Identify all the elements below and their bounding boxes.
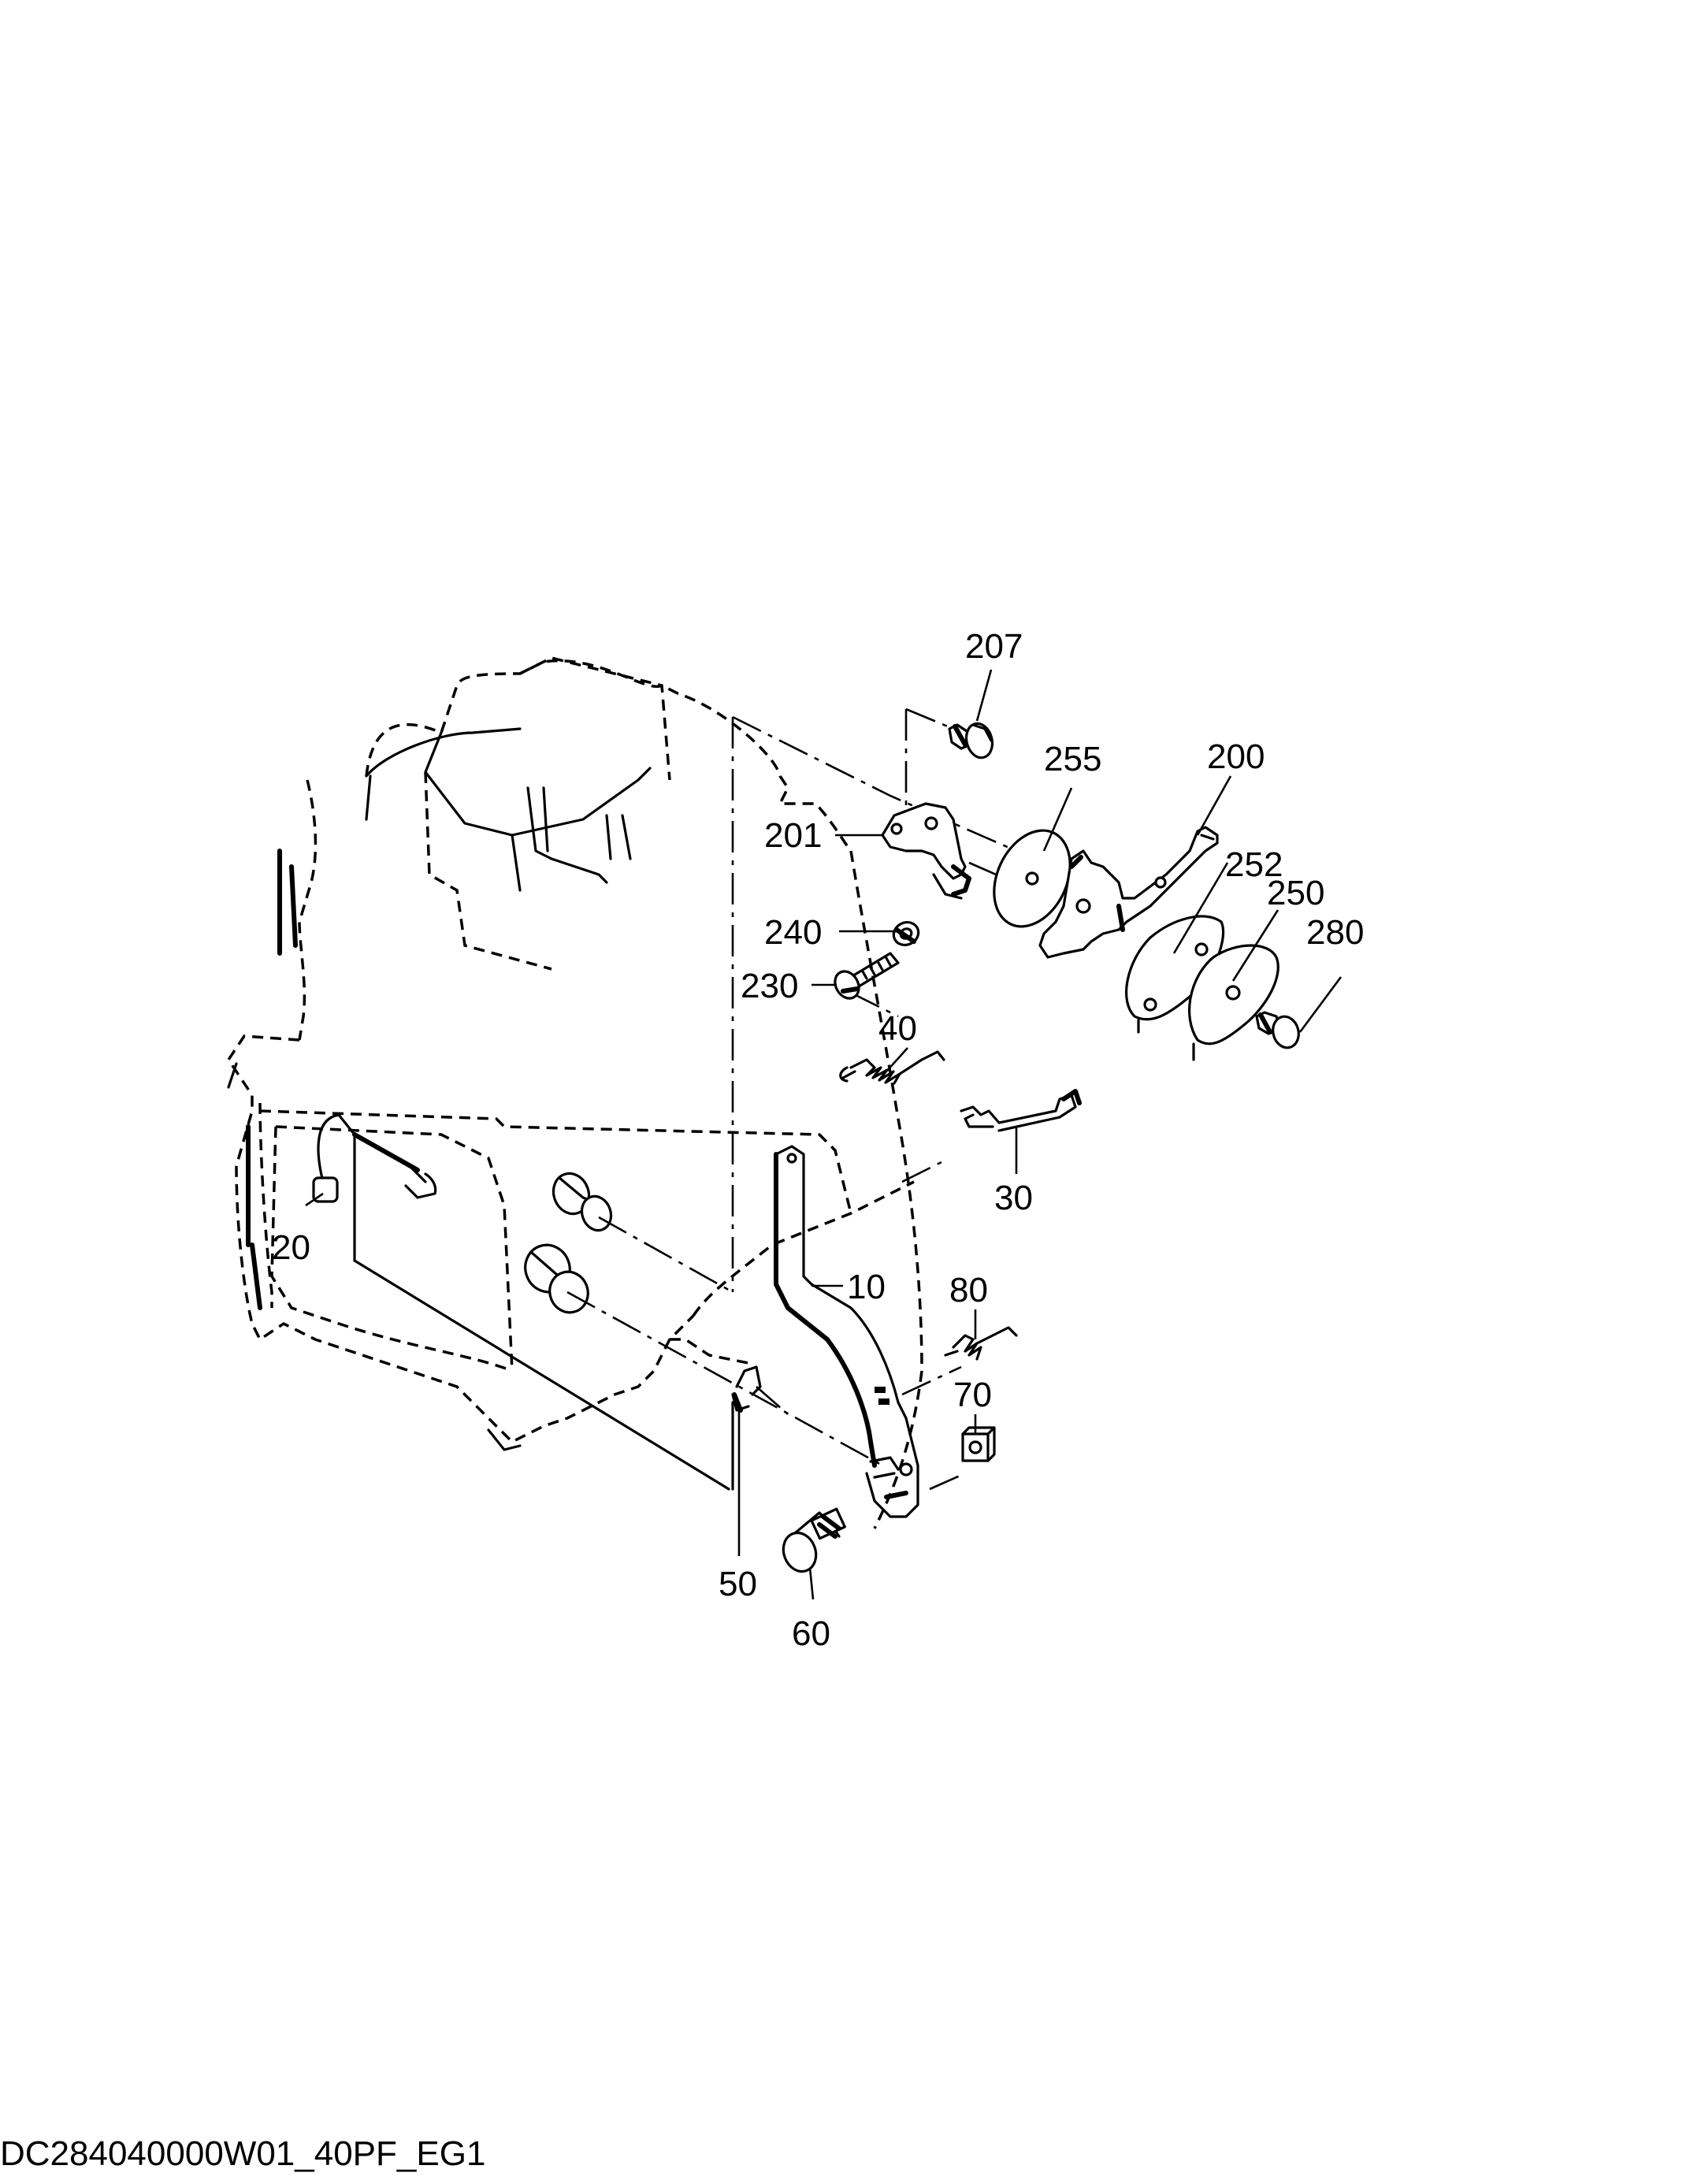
part-60-knob (782, 1507, 846, 1573)
callout-40: 40 (878, 1009, 917, 1048)
callout-230: 230 (741, 967, 798, 1005)
part-230-bolt (834, 952, 900, 1000)
tank-top-box (365, 656, 671, 971)
part-201-bracket (881, 802, 971, 900)
document-code: DC284040000W01_40PF_EG1 (0, 2134, 486, 2173)
callout-280: 280 (1306, 913, 1364, 952)
callout-207: 207 (965, 627, 1023, 666)
part-255-disk (993, 829, 1071, 928)
callout-255: 255 (1044, 740, 1101, 778)
callout-labels: 207 255 200 201 252 250 280 240 230 40 3… (272, 627, 1364, 1653)
part-50-clip (731, 1365, 762, 1413)
part-10-lever (774, 1145, 919, 1518)
frame-inner-window (270, 1125, 514, 1372)
part-80-spring (944, 1326, 1018, 1361)
callout-20: 20 (272, 1228, 310, 1267)
callout-30: 30 (994, 1179, 1033, 1217)
callout-240: 240 (764, 913, 822, 952)
bushing-lower (524, 1243, 589, 1314)
callout-80: 80 (949, 1271, 988, 1309)
callout-200: 200 (1207, 737, 1265, 776)
part-250-plate (1188, 944, 1279, 1061)
leader-lines (305, 669, 1343, 1600)
part-40-spring (839, 1050, 945, 1085)
callout-201: 201 (764, 816, 822, 855)
assembly-axis-lines (566, 708, 1033, 1491)
part-30-link (960, 1089, 1082, 1132)
part-70-nut (961, 1426, 996, 1462)
callout-10: 10 (847, 1268, 886, 1306)
part-252-plate (1125, 915, 1225, 1034)
part-207-bolt (948, 722, 994, 760)
callout-250: 250 (1267, 874, 1324, 912)
tank-outline (226, 659, 923, 1529)
frame-left-edges (227, 849, 522, 1451)
bushing-upper (552, 1172, 613, 1232)
part-240-washer (892, 921, 920, 946)
link-rods (353, 1259, 734, 1491)
callout-60: 60 (792, 1614, 830, 1653)
part-20-pipe (312, 1113, 437, 1262)
part-200-plate (1038, 826, 1219, 959)
part-280-bolt (1255, 1011, 1300, 1049)
callout-70: 70 (953, 1376, 992, 1414)
callout-252: 252 (1225, 845, 1283, 884)
callout-50: 50 (719, 1565, 757, 1603)
